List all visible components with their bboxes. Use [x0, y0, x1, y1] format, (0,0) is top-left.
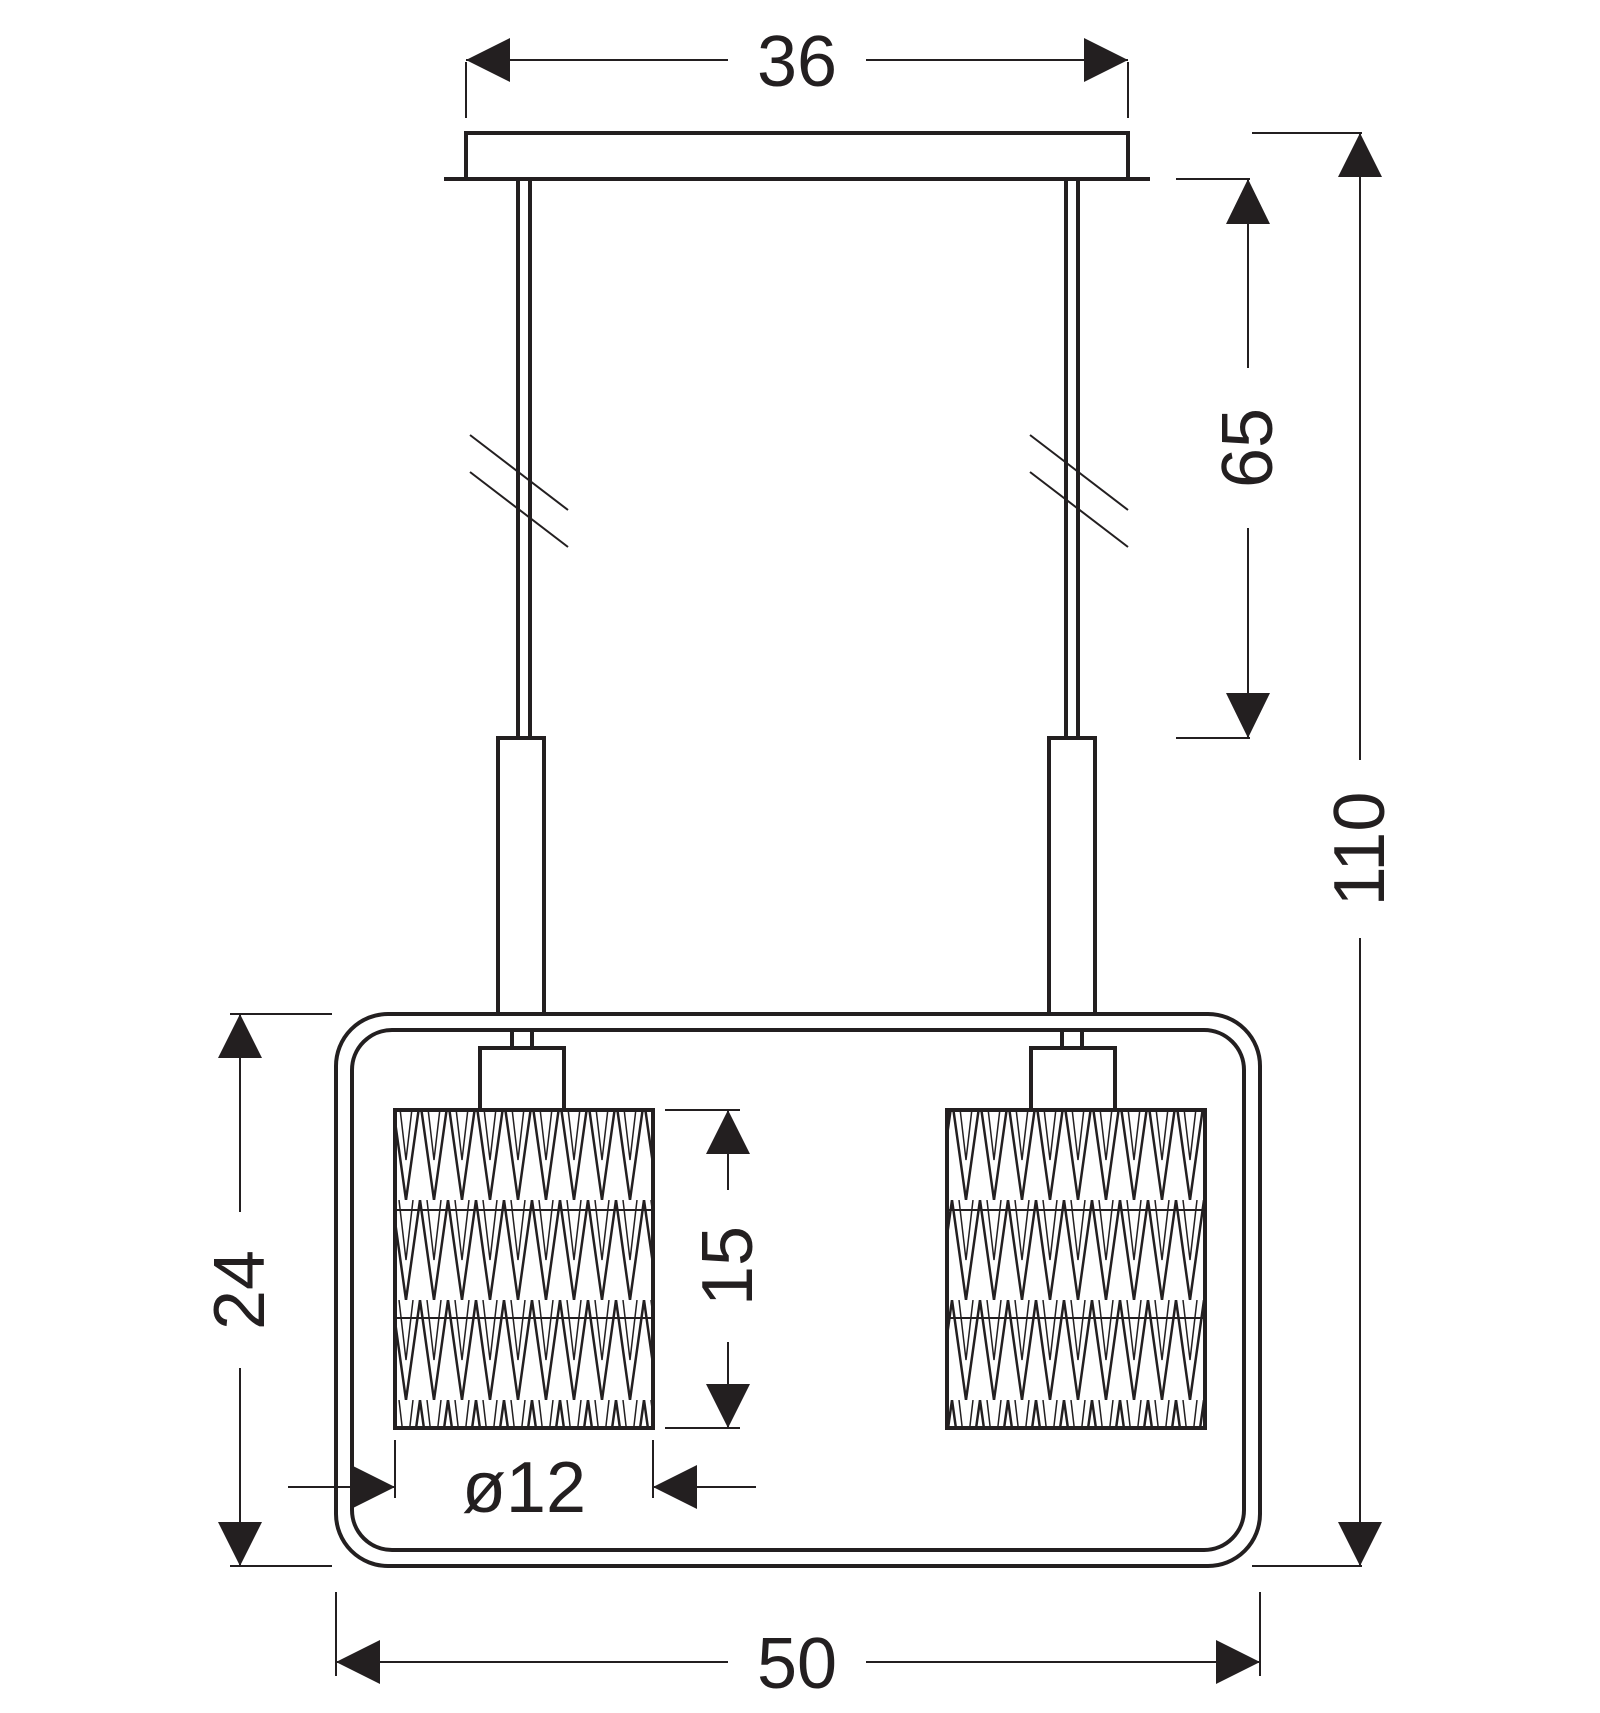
dimension-shade-diameter-label: ø12: [462, 1448, 586, 1528]
dimension-total-height: 110: [1252, 132, 1400, 1567]
rod-left: [496, 736, 546, 1016]
dimension-frame-width: 50: [335, 1592, 1261, 1704]
dimension-cable-length-label: 65: [1208, 408, 1288, 488]
shade-right: [945, 1108, 1207, 1430]
suspension-cable-right: [1029, 179, 1129, 738]
dimension-frame-width-label: 50: [757, 1624, 837, 1704]
suspension-cable-left: [469, 179, 569, 738]
lamp-frame: [334, 1012, 1262, 1568]
dimension-total-height-label: 110: [1320, 792, 1400, 907]
dimension-shade-height-label: 15: [688, 1226, 768, 1306]
dimension-canopy-width: 36: [465, 22, 1129, 118]
dimension-frame-height-label: 24: [200, 1250, 280, 1330]
dimension-shade-diameter: ø12: [288, 1440, 756, 1528]
dimension-cable-length: 65: [1176, 178, 1288, 739]
dimension-shade-height: 15: [665, 1109, 768, 1429]
socket-right: [1029, 1028, 1117, 1112]
ceiling-canopy: [444, 131, 1150, 181]
dimension-canopy-width-label: 36: [757, 22, 837, 102]
socket-left: [478, 1028, 566, 1112]
rod-right: [1047, 736, 1097, 1016]
shade-left: [393, 1108, 655, 1430]
dimension-frame-height: 24: [200, 1013, 332, 1567]
